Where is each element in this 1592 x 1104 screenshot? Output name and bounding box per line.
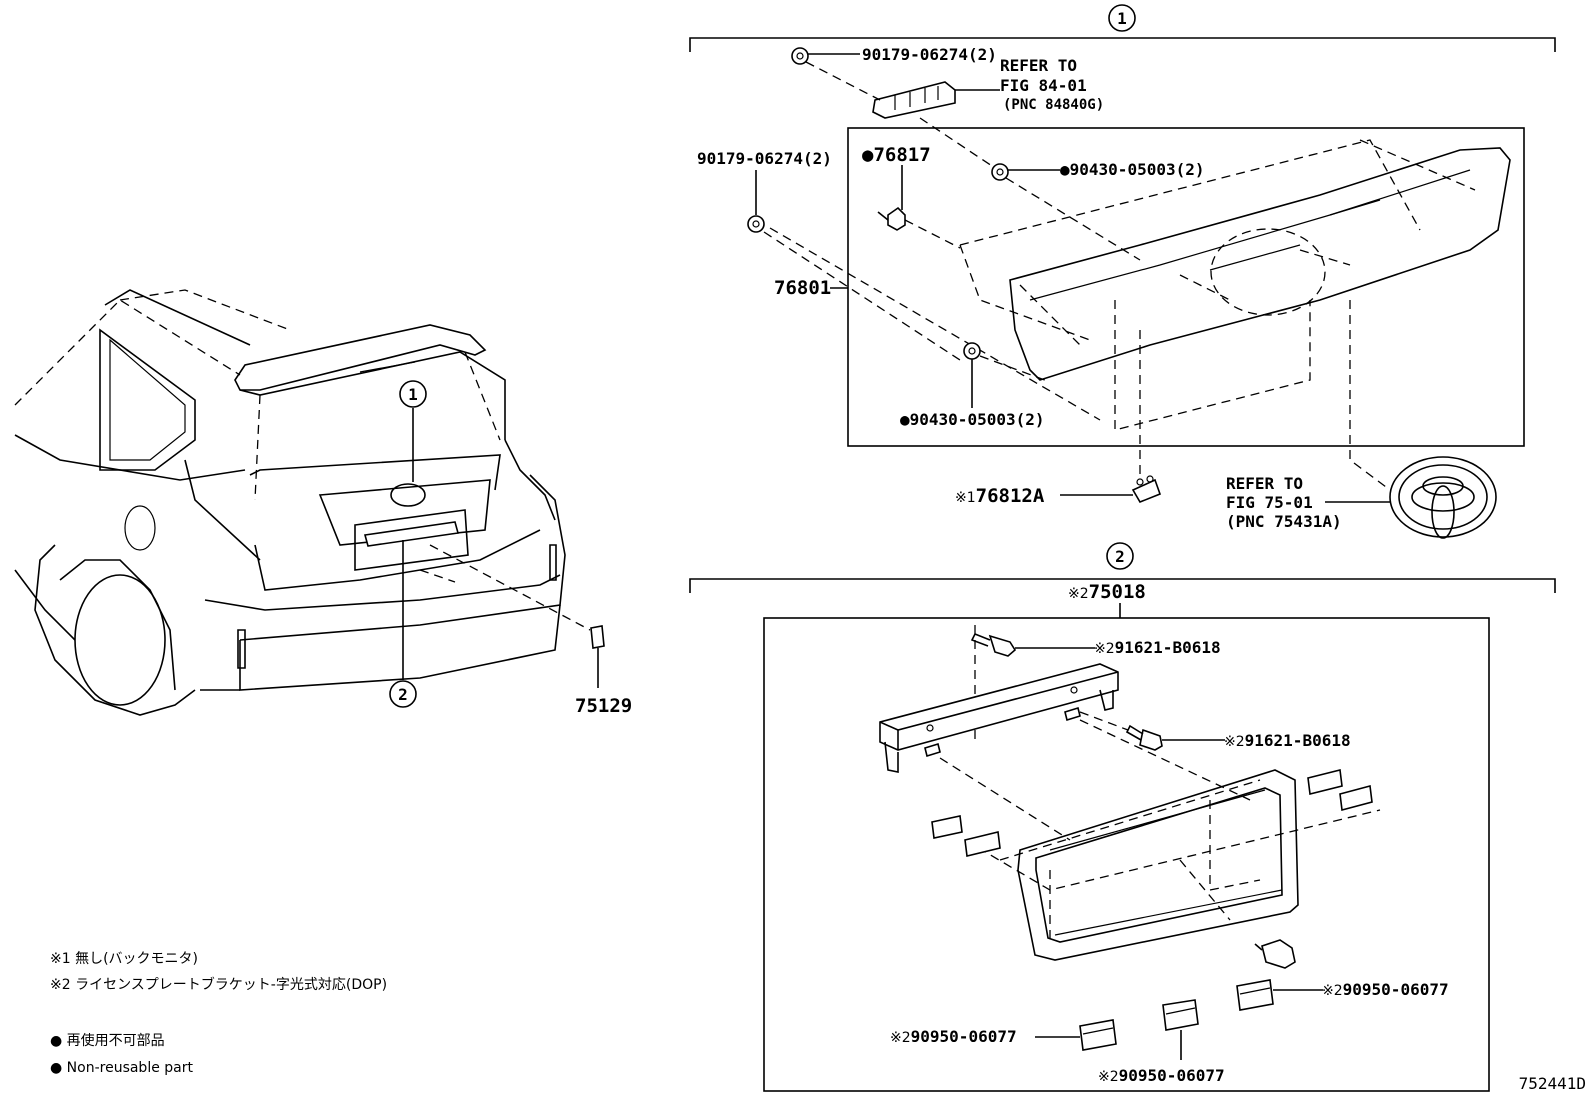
car-rear-view xyxy=(14,289,605,716)
part-label-clip-left: 90179-06274(2) xyxy=(697,149,832,168)
bracket-box xyxy=(763,617,1490,1092)
note-1: ※1 無し(バックモニタ) xyxy=(50,951,198,967)
part-label-cushion-bottom: ※290950-06077 xyxy=(1098,1066,1225,1085)
svg-text:FIG 84-01: FIG 84-01 xyxy=(1000,76,1087,95)
svg-text:1: 1 xyxy=(1117,9,1127,28)
svg-text:2: 2 xyxy=(398,685,408,704)
plate-bracket-bar xyxy=(879,663,1119,773)
refer-emblem-note: REFER TO FIG 75-01 (PNC 75431A) xyxy=(1226,474,1342,531)
part-label-nut-lower: ●90430-05003(2) xyxy=(900,410,1045,429)
nut-lower xyxy=(963,342,1051,408)
callout-1-car: 1 xyxy=(399,380,427,408)
legend-notes: ※1 無し(バックモニタ) ※2 ライセンスプレートブラケット-字光式対応(DO… xyxy=(50,951,387,1076)
part-label-cushion-left: ※290950-06077 xyxy=(890,1027,1017,1046)
cushion-bottom xyxy=(1162,999,1199,1060)
refer-lamp-note: REFER TO FIG 84-01 (PNC 84840G) xyxy=(1000,56,1104,113)
cushion-right xyxy=(1236,979,1323,1011)
part-label-76812A: ※176812A xyxy=(955,485,1045,507)
svg-text:REFER TO: REFER TO xyxy=(1226,474,1303,493)
part-label-nut-upper: ●90430-05003(2) xyxy=(1060,160,1205,179)
assembly-1-bracket-line xyxy=(689,37,1556,52)
part-label-bolt-upper: ※291621-B0618 xyxy=(1094,638,1221,657)
clip-top xyxy=(791,47,860,65)
cushion-set-right xyxy=(1307,769,1373,812)
callout-2-car: 2 xyxy=(389,680,417,708)
note-3: ● 再使用不可部品 xyxy=(50,1032,165,1049)
bolt-upper xyxy=(970,625,1095,745)
callout-2-top: 2 xyxy=(1106,542,1134,570)
svg-text:FIG 75-01: FIG 75-01 xyxy=(1226,493,1313,512)
part-label-76817: ●76817 xyxy=(862,144,931,166)
svg-text:2: 2 xyxy=(1115,547,1125,566)
lock-screw xyxy=(1254,939,1296,969)
svg-text:REFER TO: REFER TO xyxy=(1000,56,1077,75)
part-label-76801: 76801 xyxy=(774,277,831,299)
part-label-75129: 75129 xyxy=(575,695,632,717)
svg-text:1: 1 xyxy=(408,385,418,404)
callout-1-top: 1 xyxy=(1108,4,1136,32)
note-2: ※2 ライセンスプレートブラケット-字光式対応(DOP) xyxy=(50,976,387,993)
note-4: ● Non-reusable part xyxy=(50,1060,193,1076)
part-label-bolt-right: ※291621-B0618 xyxy=(1224,731,1351,750)
high-mount-lamp xyxy=(872,81,1000,119)
bracket-76812A xyxy=(1060,330,1162,503)
garnish-box xyxy=(847,127,1525,447)
bolt-right xyxy=(1079,711,1225,751)
svg-text:(PNC 84840G): (PNC 84840G) xyxy=(1003,97,1104,113)
license-plate-frame xyxy=(939,719,1381,961)
assembly-2-bracket-line xyxy=(689,578,1556,593)
back-door-garnish xyxy=(959,139,1511,431)
figure-id: 752441D xyxy=(1519,1074,1586,1093)
cushion-set-left xyxy=(931,815,1001,857)
part-label-clip-top: 90179-06274(2) xyxy=(862,45,997,64)
svg-text:(PNC 75431A): (PNC 75431A) xyxy=(1226,512,1342,531)
toyota-emblem xyxy=(1325,300,1497,539)
nut-upper xyxy=(991,163,1060,181)
part-label-cushion-right: ※290950-06077 xyxy=(1322,980,1449,999)
screw-76817 xyxy=(877,165,961,249)
clip-left xyxy=(747,170,765,233)
part-label-75018: ※275018 xyxy=(1068,581,1146,603)
cushion-left xyxy=(1035,1019,1117,1051)
